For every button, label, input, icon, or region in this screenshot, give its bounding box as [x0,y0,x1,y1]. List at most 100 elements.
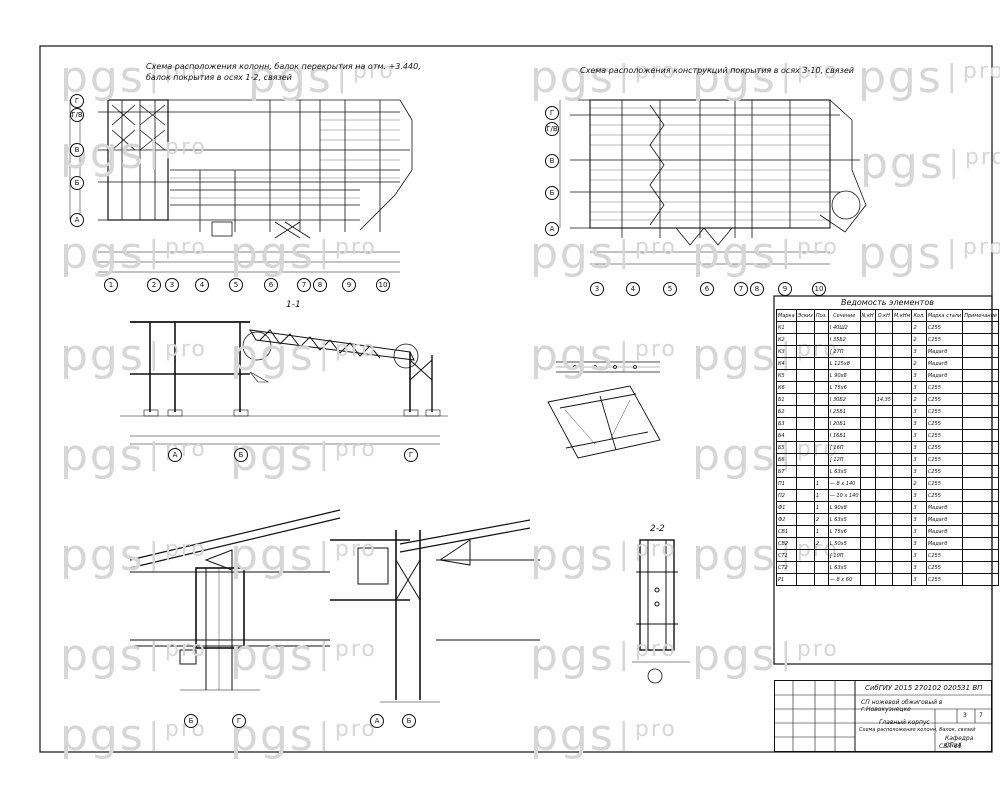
statement-cell: 2 [813,537,829,550]
statement-cell [891,525,913,538]
title-block-sheet-desc: Схема расположения колонн, балок, связей [859,727,976,733]
plan-right-axis-col: 3 [590,282,604,296]
title-block-sheets: 7 [979,712,983,719]
statement-cell: П1 [776,477,797,490]
statement-cell [874,453,893,466]
plan-left-axis-col: 4 [195,278,209,292]
plan-left-axis-col: 8 [313,278,327,292]
statement-cell: Мадагб [925,501,964,514]
statement-cell: I 35Б2 [827,333,861,346]
statement-cell [813,549,829,562]
section-1-1 [120,321,448,445]
statement-cell [859,573,876,586]
statement-cell: С255 [925,561,964,574]
statement-cell: С255 [925,453,964,466]
statement-cell: Ф1 [776,501,797,514]
plan-left-axis-col: 7 [297,278,311,292]
statement-cell [962,381,999,394]
statement-cell: К6 [776,381,797,394]
statement-cell [874,417,893,430]
statement-cell [962,477,999,490]
statement-cell [874,345,893,358]
statement-cell: К3 [776,345,797,358]
statement-cell [795,573,815,586]
statement-header-row: Марка Эскиз Поз. Сечение N,кН Q,кН M,кНм… [776,309,999,322]
statement-cell [859,357,876,370]
statement-cell [795,405,815,418]
statement-cell [795,429,815,442]
statement-cell: СВ1 [776,525,797,538]
statement-cell [813,417,829,430]
plan-right-axis-row: А [545,222,559,236]
statement-cell: [ 10П [827,549,861,562]
statement-cell [891,321,913,334]
node-left-axis: Г [232,714,246,728]
statement-cell [795,357,815,370]
statement-cell: К5 [776,369,797,382]
statement-cell [859,429,876,442]
section-1-1-title: 1-1 [286,300,301,310]
statement-cell: 3 [911,561,927,574]
statement-cell [859,489,876,502]
statement-cell: Б7 [776,465,797,478]
node-left [129,509,341,691]
statement-cell [813,405,829,418]
statement-cell [874,477,893,490]
statement-cell [795,465,815,478]
statement-cell [962,369,999,382]
statement-cell: Мадагб [925,357,964,370]
statement-cell: Мадагб [925,513,964,526]
statement-cell: СТ1 [776,549,797,562]
statement-cell [874,525,893,538]
statement-cell: С255 [925,321,964,334]
statement-cell: С255 [925,333,964,346]
statement-cell [795,369,815,382]
node-mid-axis: Б [402,714,416,728]
statement-cell [891,573,913,586]
node-mid-axis: А [370,714,384,728]
statement-cell [891,441,913,454]
statement-cell: I 16Б1 [827,429,861,442]
statement-table: Ведомость элементов Марка Эскиз Поз. Сеч… [776,296,999,586]
plan-right [559,99,867,265]
statement-cell [891,417,913,430]
statement-cell [962,525,999,538]
plan-left-axis-col: 1 [104,278,118,292]
statement-header: Примечание [962,309,999,322]
statement-cell: Р1 [776,573,797,586]
statement-cell: СТ2 [776,561,797,574]
statement-cell [813,345,829,358]
statement-cell: I 30Б2 [827,393,861,406]
statement-cell: Б4 [776,429,797,442]
statement-cell: С255 [925,393,964,406]
plan-right-axis-row: Б [545,186,559,200]
statement-header: Q,кН [874,309,893,322]
statement-cell [962,453,999,466]
statement-cell [859,345,876,358]
statement-cell [962,513,999,526]
plan-right-axis-col: 9 [778,282,792,296]
plan-right-axis-col: 8 [750,282,764,296]
plan-left-title-2: балок покрытия в осях 1-2, связей [146,73,292,82]
plan-right-axis-col: 10 [812,282,826,296]
statement-cell: С255 [925,549,964,562]
statement-cell: 3 [911,417,927,430]
statement-cell: 3 [911,489,927,502]
section-2-2 [632,539,690,684]
statement-cell [813,429,829,442]
statement-cell: Мадагб [925,345,964,358]
statement-title: Ведомость элементов [840,298,934,307]
statement-cell: К2 [776,333,797,346]
statement-cell: 1 [813,489,829,502]
statement-cell: Ф2 [776,513,797,526]
statement-cell: [ 16П [827,441,861,454]
statement-cell [874,573,893,586]
